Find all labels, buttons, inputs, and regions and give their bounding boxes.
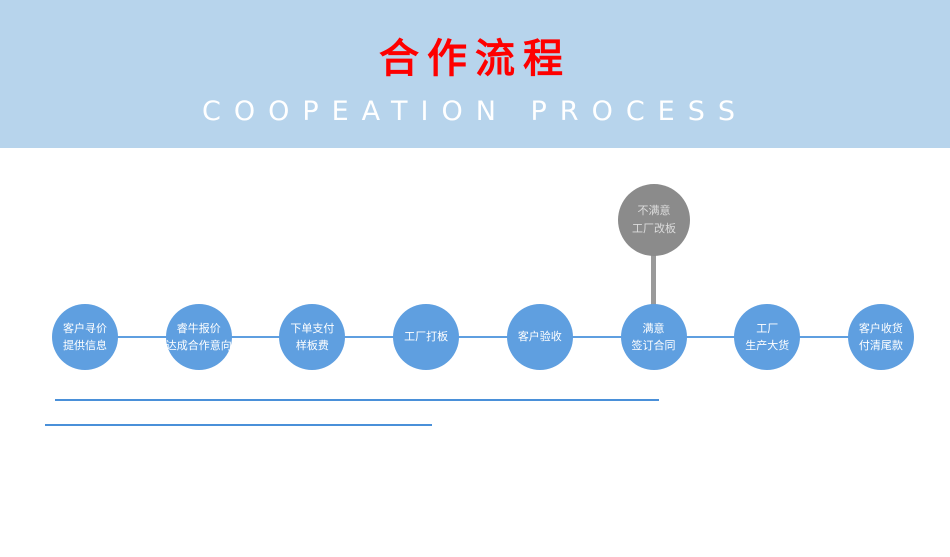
flow-step-label: 付清尾款 bbox=[858, 339, 903, 352]
flow-step-label: 达成合作意向 bbox=[165, 339, 232, 352]
flow-step-label: 生产大货 bbox=[745, 339, 790, 352]
branch-node-label: 不满意 bbox=[637, 204, 671, 218]
flow-step-label: 样板费 bbox=[295, 339, 329, 352]
flow-step-8: 客户收货付清尾款 bbox=[847, 304, 914, 370]
decorative-line-top bbox=[55, 399, 659, 401]
branch-node-unsatisfied: 不满意 工厂改板 bbox=[618, 184, 690, 256]
flow-step-label: 下单支付 bbox=[290, 321, 335, 335]
flow-connector-line bbox=[85, 336, 882, 338]
flow-step-2: 睿牛报价达成合作意向 bbox=[165, 304, 232, 370]
branch-node-label: 工厂改板 bbox=[632, 222, 676, 235]
flow-step-label: 客户收货 bbox=[858, 321, 903, 335]
banner-subtitle: COOPEATION PROCESS bbox=[201, 96, 749, 127]
flow-step-label: 睿牛报价 bbox=[176, 321, 221, 335]
flow-step-label: 客户验收 bbox=[517, 330, 562, 344]
banner-title: 合作流程 bbox=[379, 36, 571, 82]
flow-step-label: 签订合同 bbox=[631, 339, 676, 352]
flow-step-4: 工厂打板 bbox=[393, 304, 460, 370]
flow-step-5: 客户验收 bbox=[506, 304, 573, 370]
flow-step-label: 工厂 bbox=[756, 321, 779, 335]
flow-step-label: 满意 bbox=[642, 321, 665, 335]
flow-step-7: 工厂生产大货 bbox=[734, 304, 801, 370]
flow-step-label: 客户寻价 bbox=[63, 321, 107, 335]
flow-step-3: 下单支付样板费 bbox=[279, 304, 346, 370]
flow-steps: 客户寻价提供信息睿牛报价达成合作意向下单支付样板费工厂打板客户验收满意签订合同工… bbox=[52, 304, 914, 370]
branch-connector-line bbox=[651, 254, 656, 306]
decorative-line-bottom bbox=[45, 424, 432, 426]
flow-step-1: 客户寻价提供信息 bbox=[52, 304, 118, 370]
flow-step-label: 工厂打板 bbox=[404, 330, 449, 344]
flow-step-6: 满意签订合同 bbox=[620, 304, 687, 370]
banner: 合作流程 COOPEATION PROCESS bbox=[0, 0, 950, 148]
cooperation-flowchart: 不满意 工厂改板 客户寻价提供信息睿牛报价达成合作意向下单支付样板费工厂打板客户… bbox=[0, 148, 950, 557]
flow-step-label: 提供信息 bbox=[63, 339, 107, 352]
